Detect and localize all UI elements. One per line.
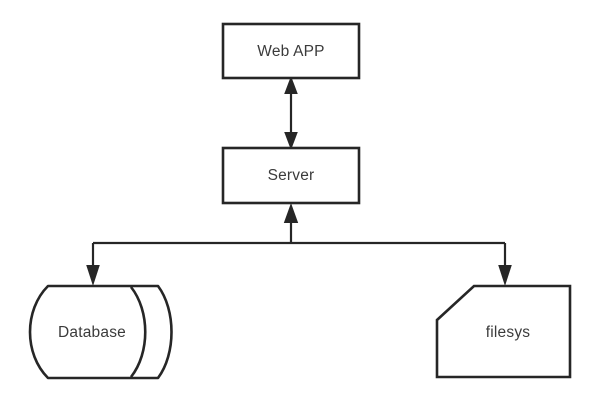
edge-web-app-server[interactable] — [284, 76, 298, 150]
server-label: Server — [268, 167, 315, 184]
node-filesys[interactable]: filesys — [435, 284, 572, 379]
web-app-label: Web APP — [257, 43, 324, 60]
database-label: Database — [58, 324, 126, 341]
arrow-head-up-to-web-app — [284, 76, 298, 94]
database-cylinder-endcap — [129, 286, 147, 378]
node-database[interactable]: Database — [28, 284, 173, 380]
arrow-head-down-to-server — [284, 132, 298, 150]
web-app-box — [221, 22, 361, 80]
arrow-head-up-to-server — [283, 203, 299, 223]
server-box — [221, 146, 361, 205]
arrow-head-down-to-filesys — [498, 265, 512, 286]
node-web-app[interactable]: Web APP — [221, 22, 361, 80]
database-cylinder-body — [28, 284, 173, 380]
edge-stores-to-server[interactable] — [86, 203, 512, 286]
arrow-head-down-to-database — [86, 265, 100, 286]
node-server[interactable]: Server — [221, 146, 361, 205]
filesys-box — [435, 284, 572, 379]
filesys-label: filesys — [486, 324, 531, 341]
